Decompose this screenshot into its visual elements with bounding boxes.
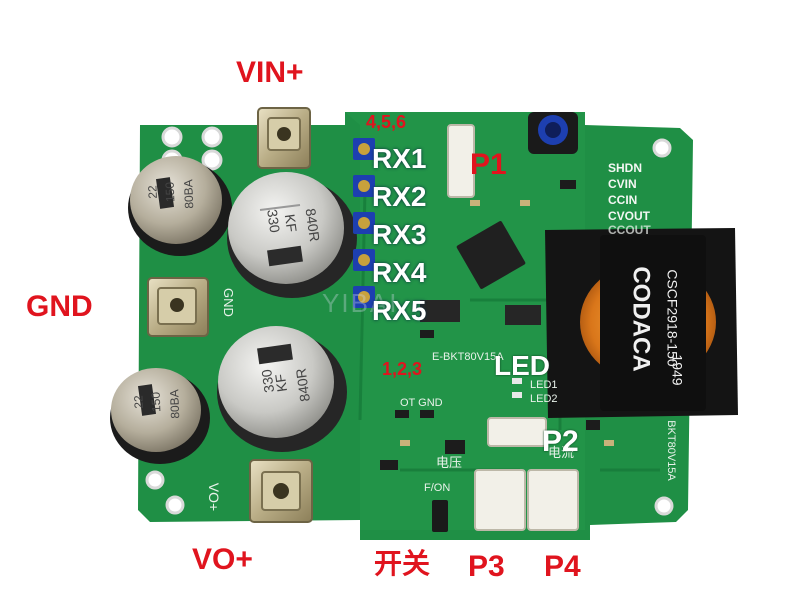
cap-top-text-1: 330 xyxy=(264,208,284,234)
label-rx1: RX1 xyxy=(372,143,427,174)
cap-small-top-text-1: 22 xyxy=(145,185,160,199)
capacitor-large-bottom xyxy=(217,326,347,452)
capacitor-small-bottom xyxy=(110,368,210,464)
large-inductor xyxy=(545,228,738,418)
cap-small-top-text-3: 80BA xyxy=(181,179,197,209)
capacitor-small-top xyxy=(128,156,232,256)
small-inductor xyxy=(528,112,578,154)
connector-p4 xyxy=(527,469,579,531)
cap-small-bottom-text-1: 22 xyxy=(131,395,146,409)
silk-cvin: CVIN xyxy=(608,177,637,191)
silk-vo-side: VO+ xyxy=(206,482,223,512)
silk-cvout: CVOUT xyxy=(608,209,650,223)
silk-shdn: SHDN xyxy=(608,161,643,175)
silk-gnd-side: GND xyxy=(220,288,236,317)
potentiometers xyxy=(353,138,375,308)
inductor-date: 1949 xyxy=(669,354,686,386)
label-rx2: RX2 xyxy=(372,181,427,212)
cap-small-top-text-2: 150 xyxy=(162,181,178,203)
silk-led2: LED2 xyxy=(530,393,558,405)
label-pins-456: 4,5,6 xyxy=(366,112,407,132)
label-vin: VIN+ xyxy=(236,56,304,89)
label-p3: P3 xyxy=(468,550,505,583)
cap-bottom-text-2: KF xyxy=(271,373,291,393)
label-switch: 开关 xyxy=(374,548,431,579)
label-rx4: RX4 xyxy=(372,257,427,288)
label-rx3: RX3 xyxy=(372,219,427,250)
main-ic xyxy=(456,221,526,289)
switch-body xyxy=(432,500,448,532)
cap-top-text-2: KF xyxy=(281,213,301,233)
connector-p1 xyxy=(447,124,475,198)
label-pins-123: 1,2,3 xyxy=(382,359,423,379)
silk-led1: LED1 xyxy=(530,379,558,391)
silk-fon: F/ON xyxy=(424,482,451,494)
silk-voltage: 电压 xyxy=(436,455,463,470)
silk-ccout: CCOUT xyxy=(608,223,651,237)
label-led: LED xyxy=(494,350,550,381)
cap-bottom-text-3: 840R xyxy=(292,367,313,403)
label-p1: P1 xyxy=(470,148,507,181)
silk-model-top: E-BKT80V15A xyxy=(432,351,504,363)
silk-model-side: BKT80V15A xyxy=(664,420,677,481)
capacitor-large-top xyxy=(227,172,357,298)
silk-current: 电流 xyxy=(548,445,575,460)
cap-small-bottom-text-2: 150 xyxy=(148,391,164,413)
silk-ccin: CCIN xyxy=(608,193,638,207)
cap-top-text-3: 840R xyxy=(302,207,323,243)
inductor-print: CODACA CSCF2918-150 1949 xyxy=(612,245,702,395)
silk-ot-gnd: OT GND xyxy=(400,397,443,409)
label-gnd: GND xyxy=(26,290,93,323)
label-rx5: RX5 xyxy=(372,295,427,326)
terminal-vin xyxy=(257,107,311,169)
connector-p3 xyxy=(474,469,526,531)
watermark: YIBAI xyxy=(322,288,399,318)
terminal-gnd xyxy=(147,277,209,337)
terminal-vo xyxy=(249,459,313,523)
connector-p2 xyxy=(487,417,547,447)
label-vo: VO+ xyxy=(192,543,253,576)
label-p2: P2 xyxy=(542,425,579,458)
inductor-brand: CODACA xyxy=(627,266,655,372)
inductor-part: CSCF2918-150 xyxy=(664,269,681,367)
cap-small-bottom-text-3: 80BA xyxy=(167,389,183,419)
label-p4: P4 xyxy=(544,550,581,583)
